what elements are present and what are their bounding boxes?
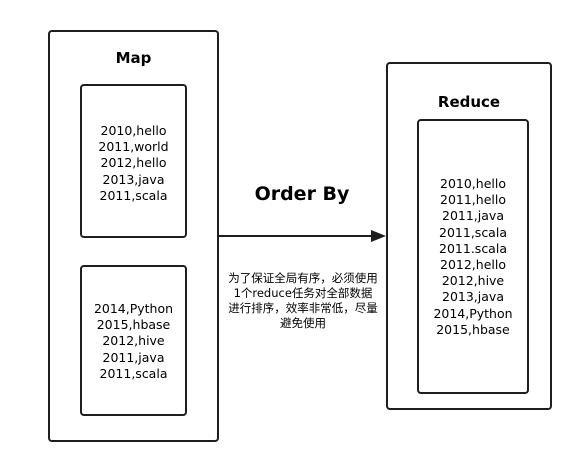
record-line: 2011,scala — [439, 224, 507, 240]
record-line: 2011,world — [98, 139, 169, 155]
record-line: 2011,hello — [440, 192, 506, 208]
record-line: 2015,hbase — [436, 321, 510, 337]
record-line: 2010,hello — [100, 123, 167, 138]
record-line: 2013,java — [102, 171, 165, 187]
map-partition-1[interactable]: 2010,hello 2011,world 2012,hello 2013,ja… — [80, 84, 187, 238]
map-partition-2-records: 2014,Python 2015,hbase 2012,hive 2011,ja… — [82, 301, 185, 382]
map-partition-2[interactable]: 2014,Python 2015,hbase 2012,hive 2011,ja… — [80, 265, 187, 416]
order-by-label: Order By — [254, 183, 350, 205]
record-line: 2011,scala — [99, 365, 168, 381]
order-by-note: 为了保证全局有序，必须使用1个reduce任务对全部数据进行排序，效率非常低，尽… — [228, 271, 378, 330]
record-line: 2010,hello — [440, 176, 506, 191]
record-line: 2011,scala — [99, 187, 168, 203]
record-line: 2015,hbase — [96, 317, 171, 333]
map-title: Map — [115, 49, 152, 67]
record-line: 2014,Python — [93, 301, 174, 316]
record-line: 2014,Python — [433, 305, 513, 321]
record-line: 2013,java — [442, 289, 504, 305]
record-line: 2012,hive — [102, 333, 165, 349]
record-line: 2011.scala — [439, 240, 507, 256]
reduce-records: 2010,hello 2011,hello 2011,java 2011,sca… — [419, 176, 527, 338]
map-partition-1-records: 2010,hello 2011,world 2012,hello 2013,ja… — [82, 123, 185, 204]
record-line: 2012,hive — [441, 273, 505, 289]
record-line: 2012,hello — [100, 155, 167, 171]
record-line: 2011,java — [442, 208, 504, 224]
arrowhead-icon — [371, 230, 386, 242]
reduce-partition[interactable]: 2010,hello 2011,hello 2011,java 2011,sca… — [417, 119, 529, 394]
record-line: 2011,java — [102, 349, 165, 365]
record-line: 2012,hello — [440, 257, 506, 273]
reduce-title: Reduce — [437, 93, 501, 111]
